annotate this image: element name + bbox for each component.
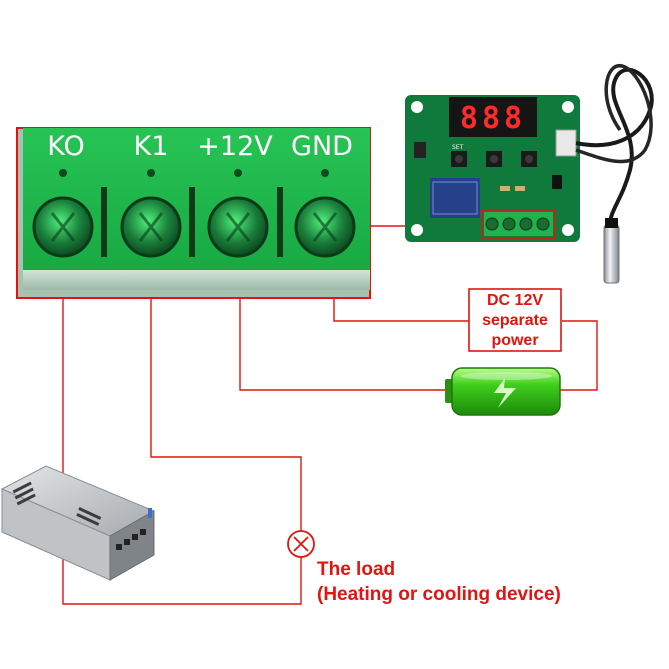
power-box-line-2: separate [482, 312, 548, 329]
screw-12v [207, 196, 269, 258]
seven-segment-display: 888 [449, 97, 537, 137]
power-box-line-1: DC 12V [487, 292, 543, 309]
wire-12v [239, 298, 450, 391]
load-description: (Heating or cooling device) [317, 584, 561, 605]
terminal-label-gnd: GND [291, 131, 353, 162]
screw-k1 [120, 196, 182, 258]
temperature-probe-icon [575, 64, 654, 284]
controller-board: 888 SET [405, 95, 580, 242]
board-terminal-block [481, 209, 556, 239]
display-digits: 888 [460, 101, 526, 136]
load-title: The load [317, 559, 395, 580]
wire-12v-battery-right [560, 320, 598, 391]
terminal-label-ko: KO [47, 131, 84, 162]
power-supply-icon [0, 465, 156, 581]
power-source-box: DC 12V separate power [468, 288, 562, 352]
terminal-label-12v: +12V [197, 131, 273, 162]
set-label: SET [452, 144, 464, 151]
terminal-block: KO K1 +12V GND [16, 127, 371, 299]
screw-ko [32, 196, 94, 258]
wire-gnd [333, 298, 469, 322]
wires [62, 225, 598, 605]
wire-k1 [150, 298, 302, 531]
power-box-line-3: power [491, 332, 538, 349]
battery-icon [445, 367, 561, 416]
terminal-label-k1: K1 [134, 131, 169, 162]
board-buttons [451, 151, 537, 167]
screw-gnd [294, 196, 356, 258]
x-circle-icon [287, 530, 315, 558]
wire-ko [62, 298, 302, 605]
